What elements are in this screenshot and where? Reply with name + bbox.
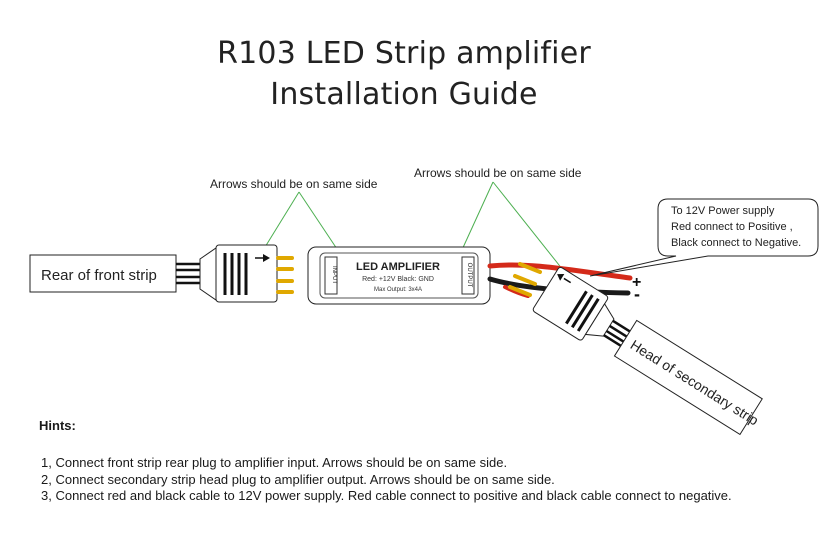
hint-item-3: 3, Connect red and black cable to 12V po…: [41, 488, 732, 503]
power-callout: To 12V Power supply Red connect to Posit…: [589, 198, 819, 277]
arrows-label-right: Arrows should be on same side: [414, 166, 582, 180]
minus-sign: -: [634, 284, 640, 304]
callout-line-1: To 12V Power supply: [671, 205, 775, 217]
front-strip: Rear of front strip: [29, 254, 177, 293]
front-plug-pins: [276, 256, 294, 294]
amp-spec-2: Max Output: 3x4A: [374, 287, 422, 293]
callout-line-3: Black connect to Negative.: [671, 237, 801, 249]
hint-item-1: 1, Connect front strip rear plug to ampl…: [41, 455, 508, 470]
secondary-strip-label: Head of secondary strip: [628, 337, 762, 429]
arrow-icon: [557, 273, 565, 281]
title-line-1: R103 LED Strip amplifier: [217, 36, 591, 71]
amplifier: INPUT OUTPUT LED AMPLIFIER Red: +12V Bla…: [307, 246, 491, 305]
secondary-plug: Head of secondary strip: [532, 266, 763, 436]
front-plug: [199, 244, 278, 303]
hint-item-2: 2, Connect secondary strip head plug to …: [41, 472, 555, 487]
amp-input-label: INPUT: [331, 266, 337, 284]
front-strip-label: Rear of front strip: [41, 267, 157, 284]
arrows-label-left: Arrows should be on same side: [210, 177, 378, 191]
leader-lines: [261, 181, 564, 271]
hints-title: Hints:: [39, 418, 76, 433]
arrow-icon: [263, 254, 270, 262]
amp-output-label: OUTPUT: [466, 263, 472, 288]
plus-sign: +: [632, 274, 641, 291]
title-line-2: Installation Guide: [270, 77, 538, 112]
secondary-strip: [613, 319, 763, 436]
amp-name: LED AMPLIFIER: [356, 261, 440, 273]
output-pins: [508, 262, 542, 297]
amp-spec-1: Red: +12V Black: GND: [362, 276, 434, 283]
callout-line-2: Red connect to Positive ,: [671, 221, 793, 233]
front-wires: [176, 262, 202, 285]
